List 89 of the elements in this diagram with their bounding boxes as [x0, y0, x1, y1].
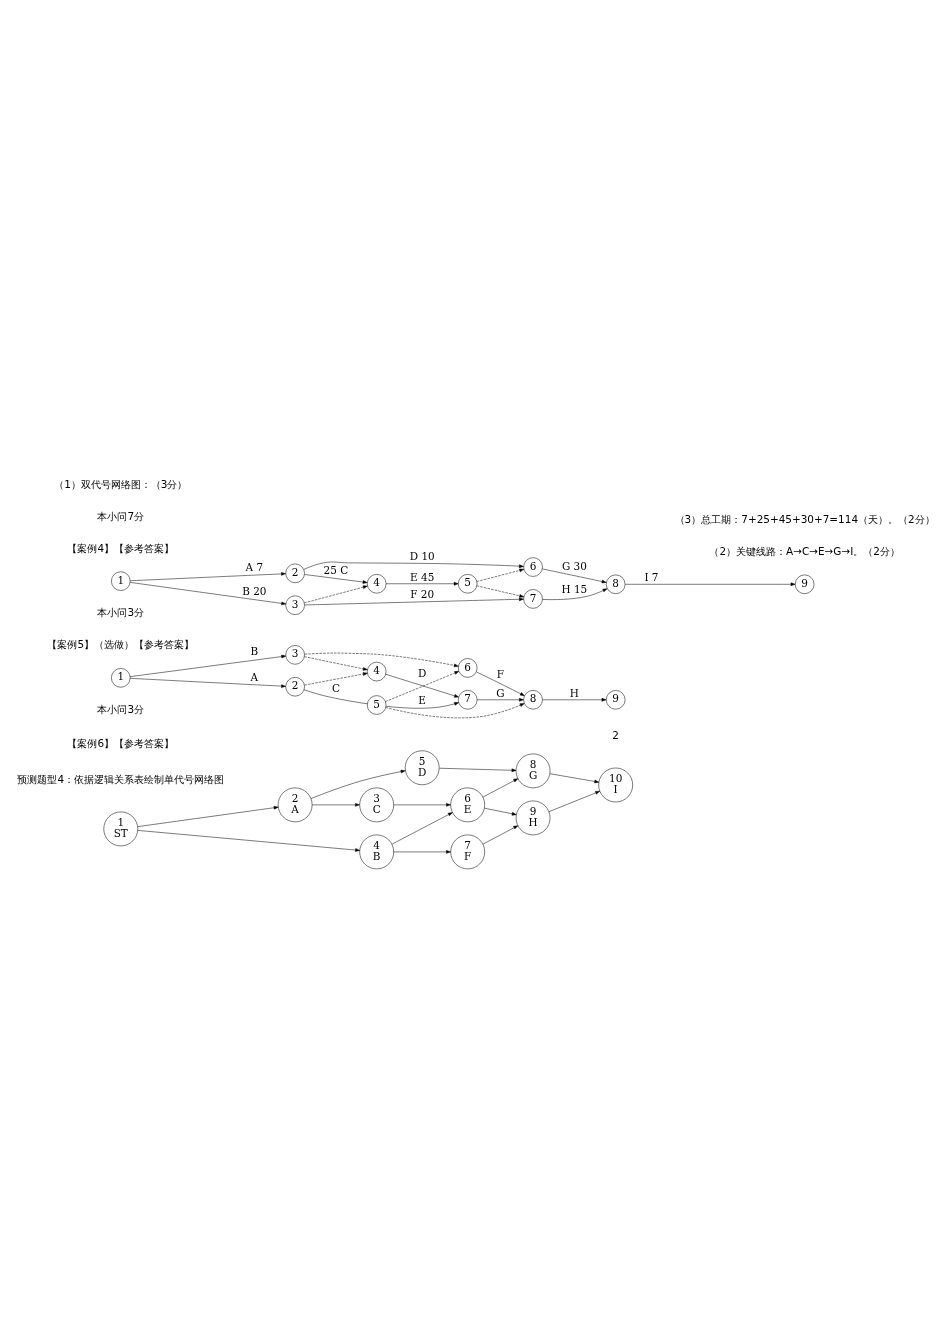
arrow — [130, 677, 286, 688]
arrow — [542, 587, 608, 600]
edge-label: C — [331, 681, 340, 694]
node-circle: 7 — [458, 689, 478, 709]
label: 预测题型4：依据逻辑关系表绘制单代号网络图 — [17, 772, 225, 785]
arrow — [304, 655, 368, 671]
arrow — [303, 561, 524, 570]
arrow — [476, 568, 525, 582]
arrow — [304, 573, 368, 584]
arrow — [311, 802, 360, 807]
arrow — [439, 767, 517, 772]
node-circle: 10 I — [598, 767, 633, 802]
arrow — [310, 769, 406, 799]
node-circle: 4 — [367, 573, 387, 593]
node-circle: 4 — [367, 661, 387, 681]
arrow — [484, 807, 517, 815]
node-circle: 2 — [285, 676, 305, 696]
edge-label: I 7 — [644, 570, 659, 583]
edge-label: B — [250, 644, 259, 657]
edge-label: D — [418, 666, 427, 679]
arrow — [549, 772, 600, 783]
node-circle: 7 F — [450, 834, 485, 869]
node-circle: 6 — [458, 657, 478, 678]
arrow — [304, 585, 368, 603]
arrow — [476, 585, 525, 598]
edge-label: 25 C — [323, 563, 349, 576]
arrow — [304, 597, 524, 605]
arrow — [385, 581, 459, 585]
node-circle: 8 — [606, 574, 626, 594]
node-circle: 9 — [606, 689, 626, 709]
node-circle: 2 A — [277, 787, 313, 822]
label: 本小问7分 — [97, 509, 145, 522]
arrow — [304, 652, 459, 667]
arrow — [137, 829, 360, 852]
edge-label: B 20 — [242, 584, 267, 597]
arrow — [304, 671, 368, 685]
label: 本小问3分 — [97, 702, 145, 715]
node-circle: 3 C — [359, 787, 394, 822]
arrow — [482, 777, 519, 797]
node-circle: 7 — [523, 588, 543, 609]
arrow — [476, 671, 525, 696]
arrow — [130, 571, 286, 581]
edge-label: E — [418, 693, 426, 706]
node-circle: 1 — [111, 571, 131, 591]
edge-label: H 15 — [561, 582, 588, 595]
arrow — [385, 701, 459, 709]
node-circle: 6 — [523, 556, 543, 577]
arrow — [548, 790, 600, 812]
arrow — [393, 802, 451, 807]
edge-label: A 7 — [245, 560, 264, 573]
edge-label: E 45 — [410, 570, 435, 583]
label: 【案例6】【参考答案】 — [67, 736, 175, 749]
node-circle: 5 — [458, 573, 478, 593]
node-circle: 6 E — [450, 787, 485, 822]
arrow — [625, 582, 796, 586]
label: （2）关键线路：A→C→E→G→I。（2分） — [709, 544, 900, 557]
edge-label: G — [496, 686, 505, 699]
edge-label: A — [250, 670, 259, 683]
edge-label: G 30 — [561, 559, 587, 572]
arrow — [391, 811, 453, 844]
edge-label: F — [496, 667, 505, 680]
arrow — [542, 697, 607, 702]
arrow — [393, 849, 451, 854]
arrow — [385, 702, 525, 718]
node-circle: 1 — [111, 667, 131, 687]
node-circle: 5 — [367, 694, 387, 715]
node-circle: 3 — [285, 595, 305, 615]
node-circle: 9 — [794, 574, 815, 594]
node-circle: 3 — [285, 644, 305, 664]
node-circle: 4 B — [359, 834, 394, 869]
label: 2 — [612, 728, 620, 741]
label: 【案例5】（选做）【参考答案】 — [47, 637, 195, 650]
edge-label: H — [569, 686, 579, 699]
arrow — [476, 697, 524, 702]
node-circle: 8 — [523, 689, 543, 709]
label: 本小问3分 — [97, 605, 145, 618]
edge-label: D 10 — [409, 549, 435, 562]
label: （1）双代号网络图：（3分） — [54, 477, 188, 490]
label: （3）总工期：7+25+45+30+7=114（天）。（2分） — [674, 512, 935, 525]
arrow — [137, 805, 279, 827]
arrow — [129, 654, 287, 677]
arrow — [542, 568, 607, 583]
arrow — [482, 824, 519, 844]
node-circle: 2 — [285, 563, 305, 583]
edge-label: F 20 — [410, 587, 435, 600]
label: 【案例4】【参考答案】 — [67, 541, 175, 554]
arrow — [129, 581, 287, 605]
node-circle: 1 ST — [103, 811, 139, 846]
node-circle: 5 D — [404, 750, 440, 785]
